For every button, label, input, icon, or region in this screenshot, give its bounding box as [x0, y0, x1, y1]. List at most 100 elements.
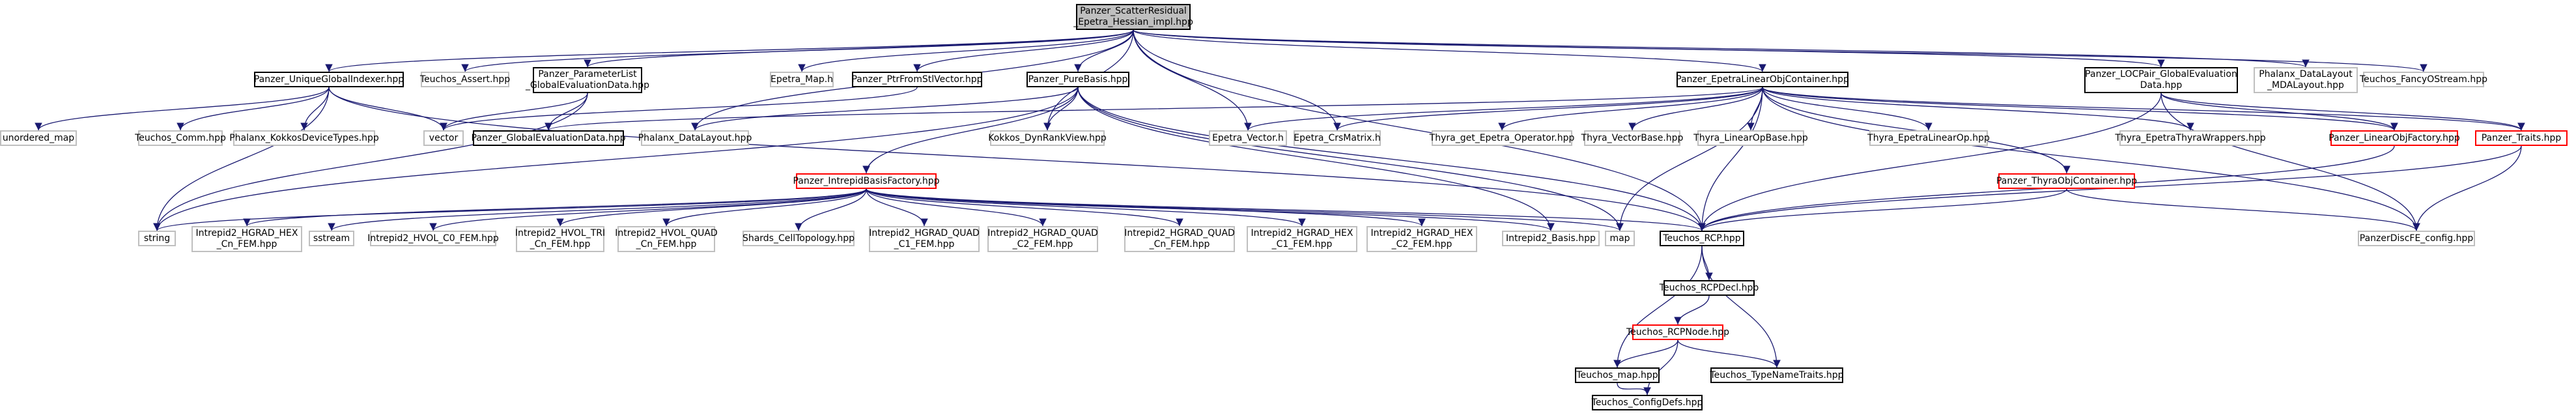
node-shards: Shards_CellTopology.hpp [743, 231, 855, 246]
node-hvoltri: Intrepid2_HVOL_TRI_Cn_FEM.hpp [515, 226, 606, 252]
node-purebasis[interactable]: Panzer_PureBasis.hpp [1026, 72, 1129, 87]
node-label-line: _MDALayout.hpp [2267, 80, 2344, 91]
edge-root-to-plist [584, 29, 1134, 68]
edge-root-to-rcp [1133, 29, 1706, 231]
node-label-line: Phalanx_DataLayout.hpp [638, 132, 752, 143]
edge-root-to-ptrfrom [913, 29, 1134, 72]
node-tetw: Thyra_EpetraThyraWrappers.hpp [2115, 130, 2266, 146]
node-label-line: Intrepid2_HGRAD_QUAD [987, 228, 1098, 238]
edge-root-to-ugi [325, 29, 1134, 72]
node-label-line: _C2_FEM.hpp [1012, 239, 1073, 250]
node-label-line: Panzer_ThyraObjContainer.hpp [1996, 175, 2138, 186]
edge-eloc-to-tvb [1628, 87, 1763, 131]
node-tlob: Thyra_LinearOpBase.hpp [1693, 130, 1808, 146]
edge-locpair-to-ptraits [2160, 93, 2525, 131]
node-tvb: Thyra_VectorBase.hpp [1581, 130, 1683, 146]
node-mdalayout: Phalanx_DataLayout_MDALayout.hpp [2254, 67, 2358, 93]
node-label-line: Teuchos_FancyOStream.hpp [2359, 74, 2488, 85]
edge-purebasis-to-i2basis [1077, 87, 1555, 231]
edge-eloc-to-tetw [1762, 87, 2194, 131]
edge-ugi-to-rcp [328, 87, 1706, 231]
node-label-line: Intrepid2_HGRAD_QUAD [869, 228, 980, 238]
edge-eloc-to-ecrs [1333, 87, 1763, 131]
node-label-line: Shards_CellTopology.hpp [742, 233, 855, 244]
node-cdefs[interactable]: Teuchos_ConfigDefs.hpp [1592, 395, 1703, 410]
node-label-line: Intrepid2_HVOL_TRI [515, 228, 606, 238]
edge-ibf-to-hghexc1 [866, 188, 1306, 227]
node-label-line: Intrepid2_Basis.hpp [1506, 233, 1596, 244]
node-label-line: Teuchos_map.hpp [1576, 369, 1658, 380]
node-hgquadc2: Intrepid2_HGRAD_QUAD_C2_FEM.hpp [987, 226, 1098, 252]
node-label-line: Intrepid2_HGRAD_HEX [1251, 228, 1353, 238]
node-tnt[interactable]: Teuchos_TypeNameTraits.hpp [1710, 367, 1844, 383]
edge-ptrfrom-to-vector [440, 87, 918, 131]
edge-ptoc-to-rcp [1698, 188, 2067, 231]
node-rcpnode[interactable]: Teuchos_RCPNode.hpp [1626, 324, 1729, 340]
node-ged[interactable]: Panzer_GlobalEvaluationData.hpp [471, 130, 626, 146]
edge-purebasis-to-ibf [862, 87, 1079, 174]
node-rcp[interactable]: Teuchos_RCP.hpp [1660, 231, 1744, 246]
node-plof[interactable]: Panzer_LinearObjFactory.hpp [2328, 130, 2460, 146]
node-label-line: Intrepid2_HVOL_QUAD [615, 228, 718, 238]
node-label-line: Epetra_Map.h [770, 74, 834, 85]
node-ibf[interactable]: Panzer_IntrepidBasisFactory.hpp [793, 173, 940, 189]
node-label-line: Panzer_GlobalEvaluationData.hpp [471, 132, 626, 143]
node-hvolquad: Intrepid2_HVOL_QUAD_Cn_FEM.hpp [615, 226, 718, 252]
node-ptoc[interactable]: Panzer_ThyraObjContainer.hpp [1996, 173, 2138, 189]
edge-ibf-to-shards [795, 188, 867, 231]
node-label-line: Panzer_PureBasis.hpp [1028, 74, 1128, 85]
edge-root-to-evec [1133, 29, 1252, 131]
node-label-line: Thyra_get_Epetra_Operator.hpp [1429, 132, 1575, 143]
node-tmap[interactable]: Teuchos_map.hpp [1575, 367, 1660, 383]
edge-root-to-eloc [1133, 29, 1766, 72]
node-dynrank: Kokkos_DynRankView.hpp [988, 130, 1107, 146]
node-asset: Teuchos_Assert.hpp [420, 72, 510, 87]
edge-eloc-to-evec [1244, 87, 1763, 131]
node-rcpdecl[interactable]: Teuchos_RCPDecl.hpp [1660, 280, 1759, 296]
edge-ugi-to-string [153, 87, 330, 231]
node-ptraits[interactable]: Panzer_Traits.hpp [2475, 130, 2568, 146]
node-root[interactable]: Panzer_ScatterResidual_Epetra_Hessian_im… [1073, 4, 1193, 30]
node-hgquadc1: Intrepid2_HGRAD_QUAD_C1_FEM.hpp [869, 226, 980, 252]
edge-eloc-to-tgeo [1498, 87, 1763, 131]
edge-ibf-to-hvolquad [662, 188, 867, 227]
node-sstream: sstream [309, 231, 354, 246]
node-ptrfrom[interactable]: Panzer_PtrFromStlVector.hpp [851, 72, 983, 87]
node-label-line: PanzerDiscFE_config.hpp [2359, 233, 2474, 244]
node-label-line: Panzer_IntrepidBasisFactory.hpp [793, 175, 940, 186]
node-label-line: Panzer_PtrFromStlVector.hpp [851, 74, 983, 85]
edge-tmap-to-cdefs [1617, 382, 1651, 395]
edge-rcp-to-tnt [1701, 246, 1781, 368]
edge-ugi-to-kokkosdev [300, 87, 330, 131]
edge-rcpnode-to-cdefs [1643, 339, 1678, 395]
edge-ibf-to-hgquadcn [866, 188, 1183, 227]
node-label-line: _Epetra_Hessian_impl.hpp [1073, 17, 1193, 27]
node-label-line: string [143, 233, 171, 244]
node-label-line: Thyra_EpetraLinearOp.hpp [1867, 132, 1990, 143]
node-plist[interactable]: Panzer_ParameterList_GlobalEvaluationDat… [526, 67, 649, 93]
edge-rcpnode-to-tnt [1677, 339, 1781, 368]
edge-ptoc-to-dfeconfig [2066, 188, 2420, 231]
node-label-line: Epetra_Vector.h [1212, 132, 1284, 143]
edge-locpair-to-dfeconfig [2160, 93, 2420, 231]
node-evec: Epetra_Vector.h [1209, 130, 1287, 146]
edge-ibf-to-i2basis [866, 188, 1555, 231]
edge-purebasis-to-string [153, 87, 1079, 231]
node-eloc[interactable]: Panzer_EpetraLinearObjContainer.hpp [1676, 72, 1849, 87]
node-vector: vector [423, 130, 464, 146]
node-label-line: _C1_FEM.hpp [894, 239, 955, 250]
edge-eloc-to-rcp [1698, 87, 1763, 231]
node-ugi[interactable]: Panzer_UniqueGlobalIndexer.hpp [254, 72, 404, 87]
edge-eloc-to-map [1616, 87, 1763, 231]
edge-purebasis-to-rcp [1077, 87, 1706, 231]
node-fancy: Teuchos_FancyOStream.hpp [2359, 72, 2488, 87]
edge-ibf-to-hgquadc2 [866, 188, 1047, 227]
edge-eloc-to-plof [1762, 87, 2398, 131]
edge-ptraits-to-dfeconfig [2413, 145, 2522, 231]
edge-eloc-to-telo [1762, 87, 1932, 131]
node-hgquadcn: Intrepid2_HGRAD_QUAD_Cn_FEM.hpp [1124, 226, 1235, 252]
node-ecrs: Epetra_CrsMatrix.h [1294, 130, 1381, 146]
